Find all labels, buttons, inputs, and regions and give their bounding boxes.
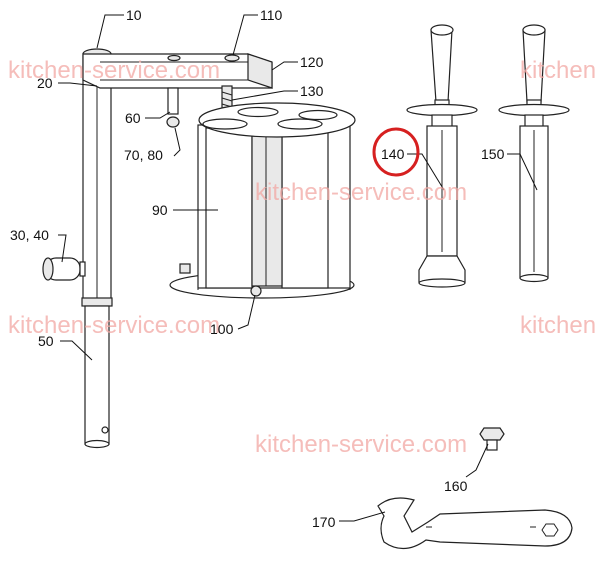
screw-160	[479, 427, 505, 451]
label-130: 130	[300, 83, 324, 99]
part-labels: 10 110 120 130 20 60 70, 80 90 30, 40 10…	[10, 7, 505, 530]
wrench-170	[377, 497, 573, 550]
drum-tube-left	[205, 127, 253, 289]
drum-hole-1	[202, 118, 248, 130]
label-170: 170	[312, 514, 336, 530]
label-70-80: 70, 80	[124, 147, 163, 163]
label-20: 20	[37, 75, 53, 91]
locking-knob	[42, 257, 86, 281]
arm-assembly	[82, 53, 273, 128]
label-60: 60	[125, 110, 141, 126]
pusher-140-handle	[430, 25, 453, 103]
watermark-text: kitchen-service.com	[8, 57, 220, 84]
label-100: 100	[210, 321, 234, 337]
arm-pin	[167, 87, 179, 115]
pusher-140-flange	[406, 103, 478, 117]
label-160: 160	[444, 478, 468, 494]
drum-foot	[250, 285, 262, 297]
screw-160-head	[479, 427, 505, 441]
wrench-170-body	[377, 497, 573, 550]
drum-hole-2	[277, 118, 323, 130]
pusher-150-flange	[498, 103, 570, 117]
leader-lines	[58, 14, 538, 522]
watermark-text: kitchen-service.com	[255, 431, 467, 458]
label-110: 110	[260, 7, 283, 23]
label-140: 140	[381, 146, 405, 162]
label-120: 120	[300, 54, 324, 70]
pusher-150	[498, 24, 570, 283]
wrench-hex-icon	[541, 523, 559, 537]
watermark-text: kitchen	[520, 57, 596, 84]
label-30-40: 30, 40	[10, 227, 49, 243]
watermark-text: kitchen-service.com	[255, 179, 467, 206]
label-10: 10	[126, 7, 142, 23]
carousel-drum	[169, 102, 356, 299]
drum-hole-3	[237, 106, 279, 118]
pusher-140	[406, 24, 478, 288]
label-50: 50	[38, 333, 54, 349]
pin-nut	[166, 116, 180, 128]
watermark-text: kitchen	[520, 312, 596, 339]
label-150: 150	[481, 146, 505, 162]
label-90: 90	[152, 202, 168, 218]
arm-screw	[224, 54, 240, 62]
post-pin-hole	[101, 426, 109, 434]
watermark-text: kitchen-service.com	[8, 312, 220, 339]
watermarks: kitchen-service.com kitchen kitchen-serv…	[8, 57, 596, 458]
highlight-circle	[372, 127, 420, 177]
post-joint-band	[81, 297, 113, 307]
pusher-140-foot	[418, 255, 466, 283]
drum-pin	[179, 263, 191, 274]
post-assembly	[42, 48, 113, 449]
drum-tube-right	[281, 127, 329, 289]
